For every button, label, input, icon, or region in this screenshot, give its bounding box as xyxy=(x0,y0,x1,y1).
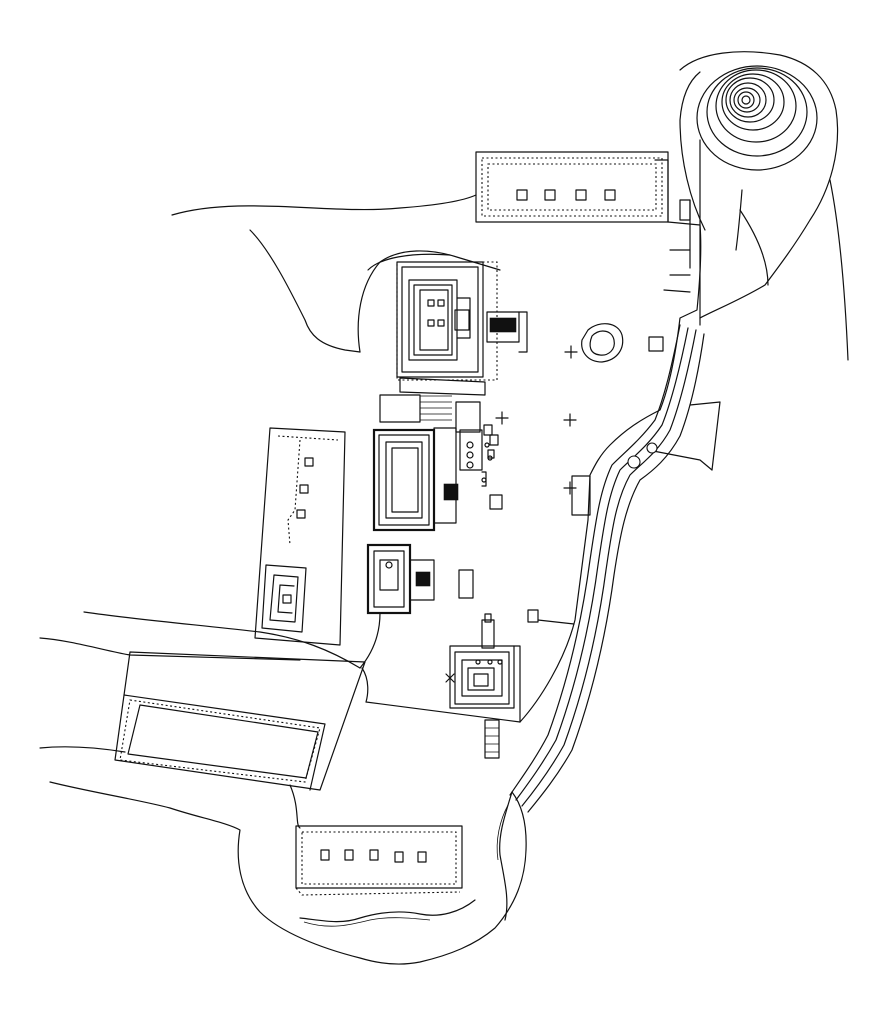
temple-lower xyxy=(359,543,435,669)
west-enclosure xyxy=(254,427,346,646)
terrain-outline xyxy=(39,194,527,965)
temple-complex-north xyxy=(379,261,528,423)
causeway-road xyxy=(509,324,721,813)
contour-hill xyxy=(679,51,849,361)
temple-middle xyxy=(372,401,499,532)
central-plaza xyxy=(458,323,664,625)
temple-south xyxy=(445,613,521,759)
main-platform xyxy=(519,139,702,723)
north-terrace xyxy=(475,151,691,223)
south-terrace xyxy=(295,791,513,921)
southwest-terrace xyxy=(114,651,366,791)
